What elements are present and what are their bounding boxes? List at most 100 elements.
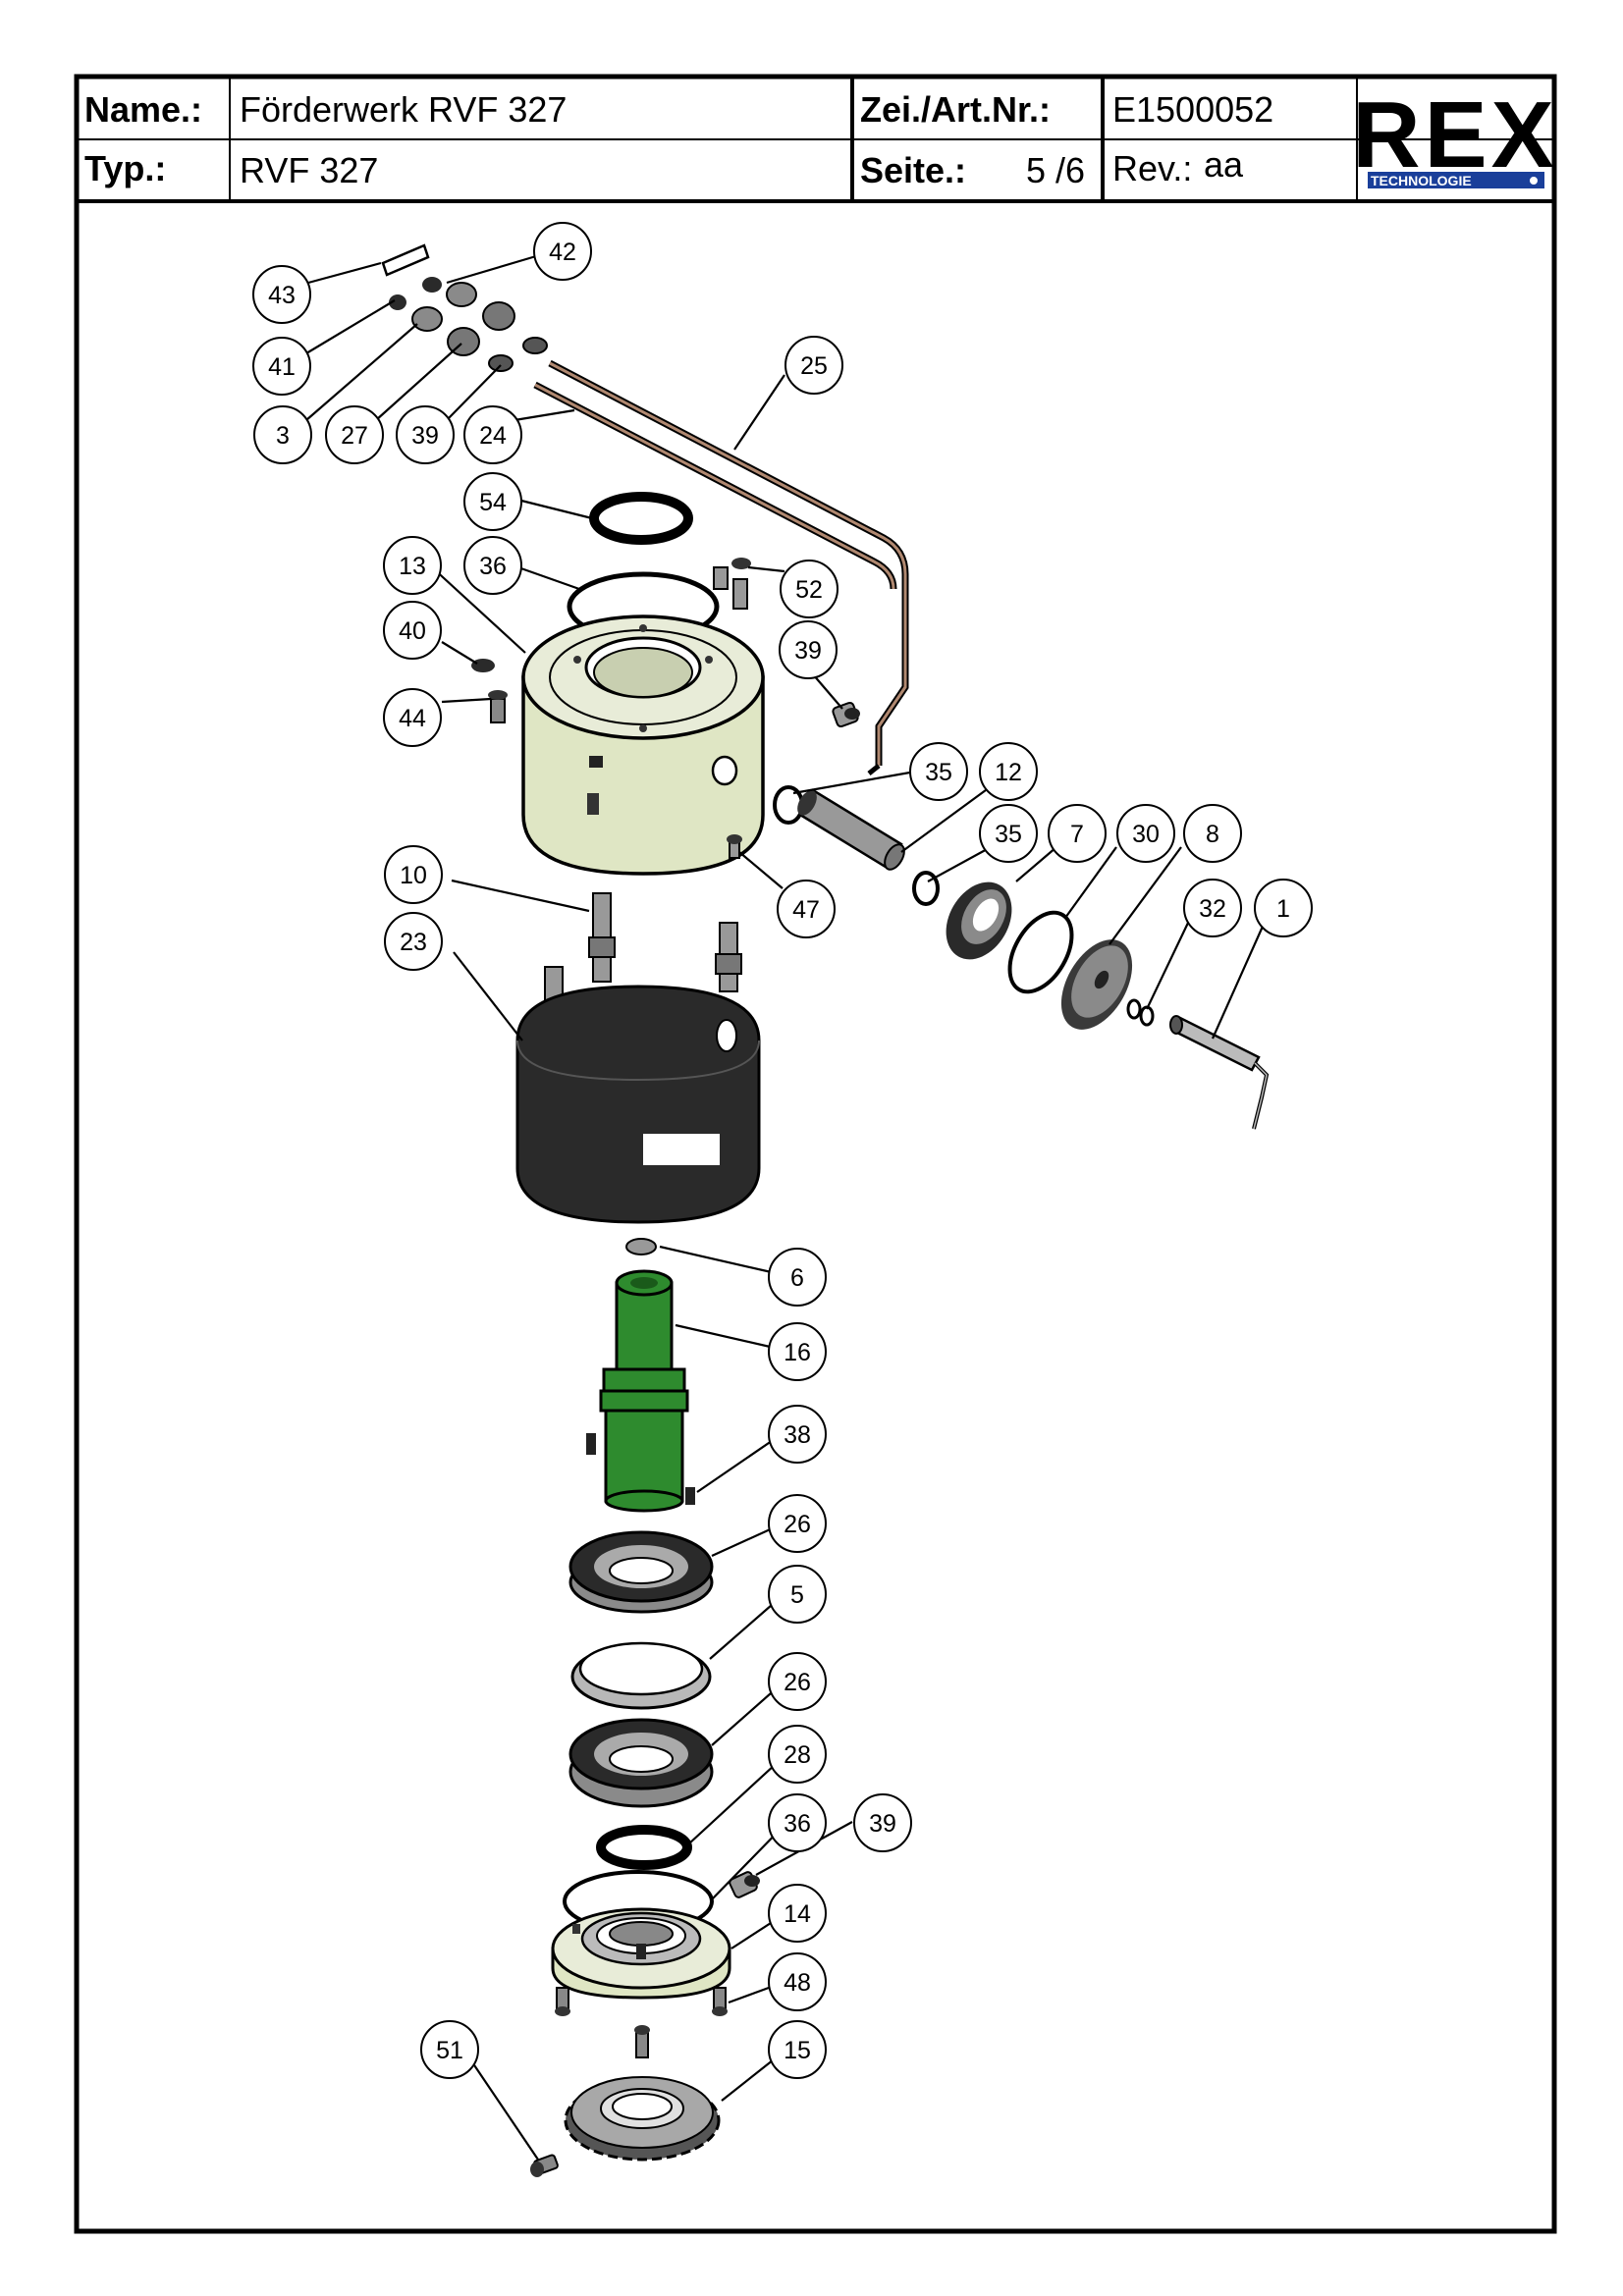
pipe-assembly (533, 359, 909, 775)
svg-text:35: 35 (995, 821, 1022, 848)
o-ring-35-b (912, 871, 940, 906)
svg-text:54: 54 (479, 489, 507, 516)
bearing-26-bottom (568, 1718, 714, 1808)
svg-text:15: 15 (784, 2037, 811, 2064)
callout-3: 3 (253, 405, 312, 464)
rev-label: Rev.: (1112, 148, 1192, 188)
callout-23: 23 (384, 912, 443, 971)
flange-14 (551, 1907, 731, 2000)
callout-35-a: 35 (909, 742, 968, 801)
callout-38: 38 (768, 1405, 827, 1464)
bearing-7 (946, 881, 1012, 960)
title-block: Name.: Förderwerk RVF 327 Typ.: RVF 327 … (74, 74, 1557, 2234)
page-label: Seite.: (860, 150, 966, 190)
callout-26-bottom: 26 (768, 1652, 827, 1711)
callout-25: 25 (784, 336, 843, 395)
rex-logo-sub: TECHNOLOGIE (1371, 173, 1472, 188)
callout-26-top: 26 (768, 1494, 827, 1553)
callout-40: 40 (383, 601, 442, 660)
svg-text:32: 32 (1199, 895, 1226, 923)
screw-gear-center (634, 2025, 650, 2058)
callout-5: 5 (768, 1565, 827, 1624)
callout-27: 27 (325, 405, 384, 464)
callout-1: 1 (1254, 879, 1313, 937)
svg-text:7: 7 (1070, 821, 1084, 848)
svg-text:8: 8 (1206, 821, 1219, 848)
svg-text:27: 27 (341, 422, 368, 450)
svg-text:12: 12 (995, 759, 1022, 786)
article-label: Zei./Art.Nr.: (860, 89, 1051, 130)
seal-54 (589, 492, 693, 545)
rex-logo-text: REX (1352, 82, 1557, 187)
callout-36-bottom: 36 (768, 1793, 827, 1852)
svg-text:30: 30 (1132, 821, 1160, 848)
callout-48: 48 (768, 1952, 827, 2011)
svg-text:42: 42 (549, 239, 576, 266)
callout-44: 44 (383, 688, 442, 747)
callout-47: 47 (777, 880, 836, 938)
sleeve-23 (515, 985, 761, 1224)
svg-text:36: 36 (479, 553, 507, 580)
screws-52 (713, 558, 751, 610)
callout-35-b: 35 (979, 804, 1038, 863)
svg-text:13: 13 (399, 553, 426, 580)
svg-text:52: 52 (795, 576, 823, 604)
parts-group (381, 243, 1270, 2177)
callout-41: 41 (252, 337, 311, 396)
callout-32: 32 (1183, 879, 1242, 937)
svg-text:5: 5 (790, 1581, 804, 1609)
svg-text:39: 39 (411, 422, 439, 450)
bearing-26-top (568, 1530, 714, 1614)
name-label: Name.: (84, 89, 202, 130)
svg-text:48: 48 (784, 1969, 811, 1997)
callout-13: 13 (383, 536, 442, 595)
o-ring-30 (1007, 910, 1074, 994)
callout-43: 43 (252, 265, 311, 324)
pin-1 (1169, 1015, 1270, 1130)
callout-12: 12 (979, 742, 1038, 801)
plug-39-right (832, 701, 860, 728)
svg-text:23: 23 (400, 929, 427, 956)
outer-frame (74, 74, 1557, 2234)
type-value: RVF 327 (240, 150, 378, 190)
part-40 (471, 659, 495, 672)
callout-6: 6 (768, 1248, 827, 1307)
rev-value: aa (1204, 144, 1244, 185)
housing-13 (521, 614, 765, 876)
spacer-6 (625, 1238, 657, 1255)
page-value: 5 /6 (1026, 150, 1085, 190)
callout-39-mid: 39 (779, 620, 838, 679)
svg-text:51: 51 (436, 2037, 463, 2064)
svg-text:39: 39 (794, 637, 822, 665)
svg-text:40: 40 (399, 617, 426, 645)
svg-text:6: 6 (790, 1264, 804, 1292)
shaft-12 (797, 788, 905, 871)
screws-48 (555, 1987, 728, 2016)
callout-15: 15 (768, 2020, 827, 2079)
svg-text:39: 39 (869, 1810, 896, 1838)
svg-text:43: 43 (268, 282, 296, 309)
rex-logo: REX TECHNOLOGIE (1352, 82, 1557, 188)
svg-text:41: 41 (268, 353, 296, 381)
callout-16: 16 (768, 1322, 827, 1381)
svg-text:25: 25 (800, 352, 828, 380)
svg-text:26: 26 (784, 1669, 811, 1696)
callout-39-top: 39 (396, 405, 455, 464)
screw-47 (727, 834, 742, 859)
callout-8: 8 (1183, 804, 1242, 863)
callouts: 43 42 41 3 27 39 24 25 54 13 36 52 40 39… (252, 222, 1313, 2079)
callout-7: 7 (1048, 804, 1107, 863)
svg-text:26: 26 (784, 1511, 811, 1538)
callout-42: 42 (533, 222, 592, 281)
name-value: Förderwerk RVF 327 (240, 89, 567, 130)
screw-44 (488, 690, 508, 723)
callout-39-bottom: 39 (853, 1793, 912, 1852)
svg-text:24: 24 (479, 422, 507, 450)
article-value: E1500052 (1112, 89, 1273, 130)
seal-28 (596, 1825, 692, 1870)
callout-36-top: 36 (463, 536, 522, 595)
callout-51: 51 (420, 2020, 479, 2079)
leader-lines (305, 254, 1268, 2161)
callout-24: 24 (463, 405, 522, 464)
svg-text:28: 28 (784, 1741, 811, 1769)
